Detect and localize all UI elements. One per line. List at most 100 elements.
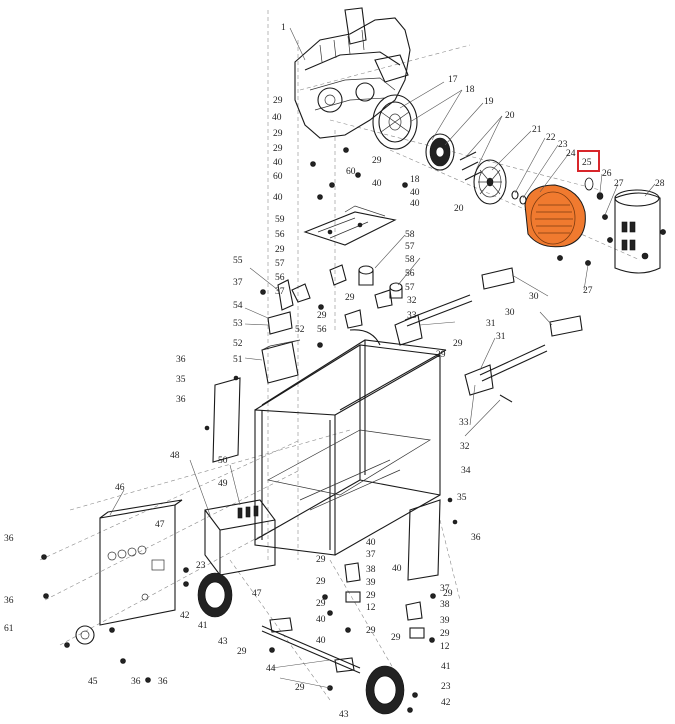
- label-part-31: 31: [496, 332, 506, 342]
- label-part-28: 28: [655, 179, 665, 189]
- label-part-53: 53: [233, 319, 243, 329]
- label-part-36: 36: [176, 395, 186, 405]
- label-part-40: 40: [410, 199, 420, 209]
- feet: [344, 562, 425, 639]
- label-part-21: 21: [532, 125, 542, 135]
- label-part-35: 35: [176, 375, 186, 385]
- control-box: [204, 499, 276, 576]
- label-part-56: 56: [275, 230, 285, 240]
- label-part-61: 61: [4, 624, 14, 634]
- label-part-35: 35: [457, 493, 467, 503]
- label-part-29: 29: [440, 629, 450, 639]
- label-part-56: 56: [275, 273, 285, 283]
- label-part-55: 55: [233, 256, 243, 266]
- label-part-42: 42: [441, 698, 451, 708]
- label-part-47: 47: [155, 520, 165, 530]
- label-part-56: 56: [317, 325, 327, 335]
- label-part-41: 41: [441, 662, 451, 672]
- label-part-23: 23: [196, 561, 206, 571]
- label-part-37: 37: [366, 550, 376, 560]
- wheels: [75, 572, 405, 715]
- label-part-60: 60: [273, 172, 283, 182]
- engine-mount-plate: [291, 205, 403, 329]
- label-part-29: 29: [366, 626, 376, 636]
- callout-labels: 1 17 18 19 20 21 22 23 24 25 26 27 28 27…: [4, 23, 665, 720]
- label-part-19: 19: [484, 97, 494, 107]
- label-part-41: 41: [198, 621, 208, 631]
- label-part-59: 59: [275, 215, 285, 225]
- label-part-20: 20: [505, 111, 515, 121]
- label-part-40: 40: [392, 564, 402, 574]
- label-part-20: 20: [454, 204, 464, 214]
- label-part-23: 23: [558, 140, 568, 150]
- label-part-17: 17: [448, 75, 458, 85]
- label-part-29: 29: [273, 144, 283, 154]
- label-part-29: 29: [436, 350, 446, 360]
- label-part-57: 57: [275, 259, 285, 269]
- label-part-32: 32: [407, 296, 417, 306]
- label-part-45: 45: [88, 677, 98, 687]
- label-part-50: 50: [218, 456, 228, 466]
- label-part-23: 23: [441, 682, 451, 692]
- label-part-40: 40: [316, 615, 326, 625]
- label-part-36: 36: [4, 534, 14, 544]
- label-part-38: 38: [366, 565, 376, 575]
- label-part-29: 29: [273, 129, 283, 139]
- leader-lines: [109, 27, 656, 689]
- label-part-40: 40: [372, 179, 382, 189]
- label-part-27: 27: [583, 286, 593, 296]
- label-part-57: 57: [405, 242, 415, 252]
- label-part-29: 29: [275, 245, 285, 255]
- handles: [394, 267, 583, 403]
- side-plates: [212, 377, 441, 581]
- label-part-57: 57: [405, 283, 415, 293]
- label-part-40: 40: [410, 188, 420, 198]
- label-part-52: 52: [295, 325, 305, 335]
- label-part-60: 60: [346, 167, 356, 177]
- label-part-40: 40: [273, 193, 283, 203]
- label-part-40: 40: [272, 113, 282, 123]
- label-part-37: 37: [233, 278, 243, 288]
- label-part-29: 29: [316, 599, 326, 609]
- bolts: [459, 151, 482, 181]
- label-part-12: 12: [366, 603, 376, 613]
- label-part-31: 31: [486, 319, 496, 329]
- engine-assembly: [294, 7, 411, 139]
- label-part-40: 40: [316, 636, 326, 646]
- label-part-29: 29: [237, 647, 247, 657]
- label-part-30: 30: [529, 292, 539, 302]
- label-part-36: 36: [471, 533, 481, 543]
- label-part-52: 52: [233, 339, 243, 349]
- label-part-40: 40: [273, 158, 283, 168]
- label-part-39: 39: [440, 616, 450, 626]
- axle: [261, 617, 361, 674]
- label-part-33: 33: [407, 311, 417, 321]
- label-part-42: 42: [180, 611, 190, 621]
- label-part-34: 34: [461, 466, 471, 476]
- label-part-12: 12: [440, 642, 450, 652]
- highlight-box: [577, 150, 600, 172]
- label-part-1: 1: [281, 23, 286, 33]
- label-part-39: 39: [366, 578, 376, 588]
- label-part-36: 36: [158, 677, 168, 687]
- label-part-27: 27: [614, 179, 624, 189]
- highlighted-end-cover: [524, 177, 608, 266]
- label-part-40: 40: [366, 538, 376, 548]
- label-part-18: 18: [465, 85, 475, 95]
- label-part-33: 33: [459, 418, 469, 428]
- label-part-47: 47: [252, 589, 262, 599]
- label-part-29: 29: [443, 589, 453, 599]
- label-part-26: 26: [602, 169, 612, 179]
- label-part-25: 25: [582, 158, 592, 168]
- label-part-29: 29: [316, 555, 326, 565]
- label-part-24: 24: [566, 149, 576, 159]
- label-part-58: 58: [405, 255, 415, 265]
- label-part-37: 37: [440, 584, 450, 594]
- label-part-56: 56: [405, 269, 415, 279]
- label-part-44: 44: [266, 664, 276, 674]
- fasteners: [41, 147, 458, 713]
- alternator-cover: [607, 189, 666, 274]
- label-part-29: 29: [372, 156, 382, 166]
- label-part-48: 48: [170, 451, 180, 461]
